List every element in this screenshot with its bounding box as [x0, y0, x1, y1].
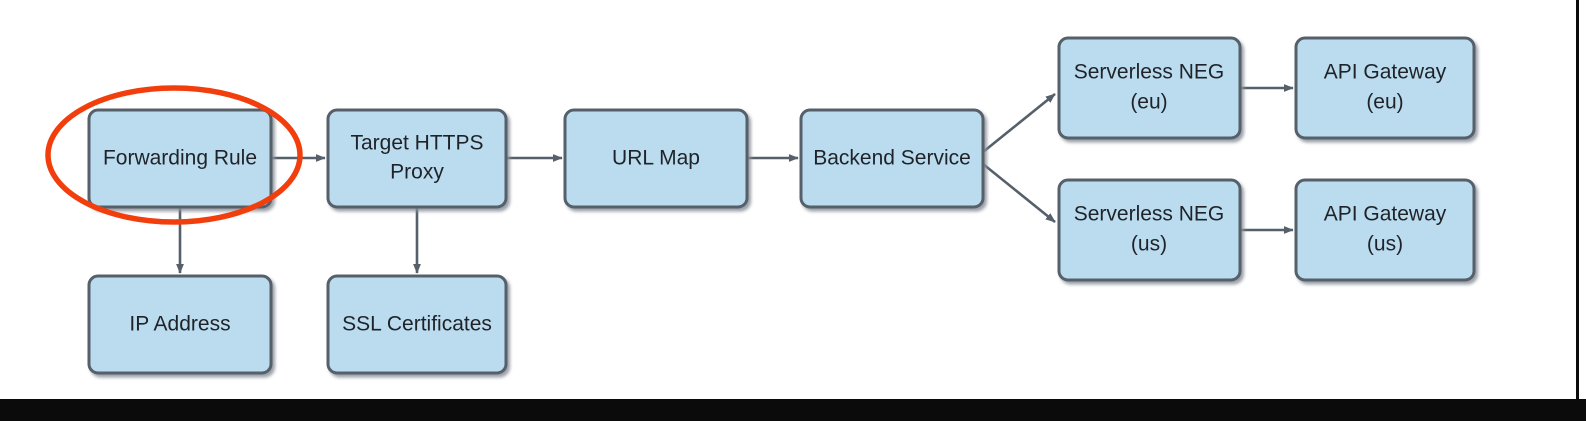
node-target-https-proxy-label-line1: Target HTTPS	[350, 132, 483, 155]
highlight-ellipse-forwarding-rule	[45, 85, 303, 225]
edge-backend-service-to-serverless-neg-eu	[982, 92, 1056, 154]
node-serverless-neg-eu[interactable]: Serverless NEG (eu)	[1057, 36, 1242, 140]
node-url-map[interactable]: URL Map	[563, 108, 749, 209]
annotations-layer	[45, 85, 303, 225]
node-url-map-box[interactable]	[563, 108, 749, 209]
node-serverless-neg-eu-label-line2: (eu)	[1130, 91, 1167, 114]
node-ssl-certificates-label: SSL Certificates	[342, 313, 492, 336]
node-serverless-neg-eu-label-line1: Serverless NEG	[1074, 61, 1225, 84]
node-url-map-label: URL Map	[612, 147, 700, 170]
node-backend-service[interactable]: Backend Service	[799, 108, 985, 209]
node-target-https-proxy-box[interactable]	[326, 108, 508, 209]
node-api-gateway-us-label-line1: API Gateway	[1324, 203, 1447, 226]
node-target-https-proxy[interactable]: Target HTTPS Proxy	[326, 108, 508, 209]
node-forwarding-rule-label: Forwarding Rule	[103, 147, 257, 170]
node-ip-address[interactable]: IP Address	[87, 274, 273, 375]
node-api-gateway-eu-label-line2: (eu)	[1366, 91, 1403, 114]
node-api-gateway-eu[interactable]: API Gateway (eu)	[1294, 36, 1476, 140]
node-serverless-neg-us-label-line2: (us)	[1131, 233, 1167, 256]
node-api-gateway-us-box[interactable]	[1294, 178, 1476, 282]
node-backend-service-label: Backend Service	[813, 147, 971, 170]
node-ip-address-box[interactable]	[87, 274, 273, 375]
edge-backend-service-to-serverless-neg-us	[982, 162, 1056, 224]
node-target-https-proxy-label-line2: Proxy	[390, 161, 444, 184]
frame-right-border	[1576, 0, 1579, 400]
node-serverless-neg-us-box[interactable]	[1057, 178, 1242, 282]
node-backend-service-box[interactable]	[799, 108, 985, 209]
node-serverless-neg-us-label-line1: Serverless NEG	[1074, 203, 1225, 226]
node-ssl-certificates-box[interactable]	[326, 274, 508, 375]
frame-bottom-border	[0, 399, 1586, 421]
node-api-gateway-eu-label-line1: API Gateway	[1324, 61, 1447, 84]
node-serverless-neg-us[interactable]: Serverless NEG (us)	[1057, 178, 1242, 282]
nodes-layer: Forwarding Rule IP Address Target HTTPS …	[87, 36, 1476, 375]
node-api-gateway-us[interactable]: API Gateway (us)	[1294, 178, 1476, 282]
node-api-gateway-eu-box[interactable]	[1294, 36, 1476, 140]
node-forwarding-rule-box[interactable]	[87, 108, 273, 209]
node-ssl-certificates[interactable]: SSL Certificates	[326, 274, 508, 375]
node-serverless-neg-eu-box[interactable]	[1057, 36, 1242, 140]
node-api-gateway-us-label-line2: (us)	[1367, 233, 1403, 256]
node-ip-address-label: IP Address	[129, 313, 230, 336]
node-forwarding-rule[interactable]: Forwarding Rule	[87, 108, 273, 209]
edges-layer	[176, 84, 1294, 274]
